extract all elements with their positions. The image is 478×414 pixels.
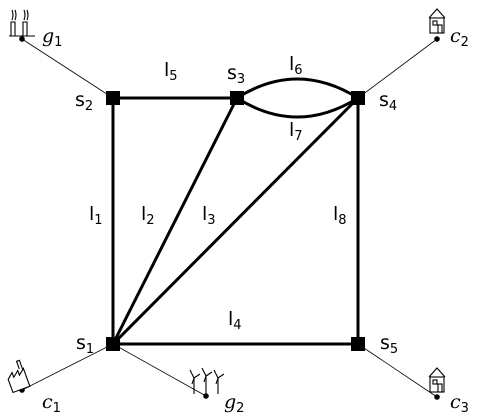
- label-g2: g2: [224, 391, 244, 414]
- label-l3: l3: [202, 203, 216, 228]
- label-c3: c3: [450, 391, 469, 414]
- terminal-labels: g1 g2 c1 c2 c3: [42, 25, 469, 414]
- wind-turbine-icon: [189, 367, 225, 394]
- connector-c2: [357, 38, 438, 99]
- terminal-dot-g2: [203, 393, 209, 399]
- node-s3: [230, 91, 244, 105]
- label-s5: s5: [380, 332, 398, 357]
- label-c2: c2: [450, 25, 469, 50]
- connector-c3: [357, 343, 438, 398]
- label-g1: g1: [42, 25, 62, 50]
- power-plant-icon: [9, 9, 35, 37]
- terminal-dot-g1: [19, 36, 25, 42]
- terminal-connectors: [21, 38, 438, 398]
- label-c1: c1: [42, 391, 61, 414]
- terminal-dot-c3: [434, 394, 440, 400]
- node-s2: [106, 91, 120, 105]
- line-l7: [236, 96, 359, 119]
- node-s1: [106, 337, 120, 351]
- label-s4: s4: [379, 89, 397, 114]
- connector-g2: [112, 343, 207, 397]
- node-s4: [351, 91, 365, 105]
- label-s1: s1: [76, 332, 94, 357]
- connector-c1: [21, 343, 114, 391]
- terminal-dot-c2: [434, 36, 440, 42]
- label-l1: l1: [89, 203, 103, 228]
- edge-labels: l1 l2 l3 l4 l5 l6 l7 l8: [89, 53, 347, 333]
- node-labels: s1 s2 s3 s4 s5: [75, 62, 398, 357]
- house-icon: [428, 8, 446, 34]
- label-l2: l2: [141, 203, 155, 228]
- lines: [111, 77, 360, 346]
- label-l5: l5: [164, 59, 178, 84]
- label-l7: l7: [289, 119, 303, 144]
- label-s3: s3: [227, 62, 245, 87]
- substations: [106, 91, 365, 351]
- label-l8: l8: [333, 203, 347, 228]
- connector-g1: [21, 38, 114, 99]
- label-l4: l4: [228, 308, 242, 333]
- house-icon: [428, 367, 446, 393]
- label-s2: s2: [75, 89, 93, 114]
- node-s5: [351, 337, 365, 351]
- line-l6: [236, 77, 359, 100]
- line-l3: [111, 96, 360, 346]
- label-l6: l6: [289, 53, 303, 78]
- line-l2: [111, 97, 239, 345]
- factory-icon: [7, 359, 31, 394]
